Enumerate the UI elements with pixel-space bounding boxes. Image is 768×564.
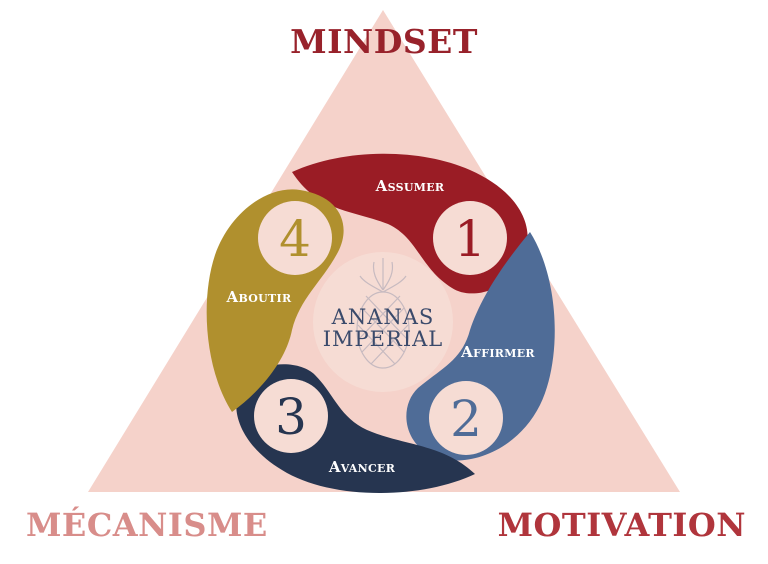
center-logo-line2: IMPERIAL <box>323 327 443 351</box>
corner-label-mindset: MINDSET <box>290 22 478 61</box>
center-circle <box>313 252 453 392</box>
number-circle-2 <box>429 381 503 455</box>
background-triangle <box>88 10 680 492</box>
pineapple-icon <box>356 258 410 369</box>
segment-label-1: Assumer <box>375 177 445 195</box>
segment-label-4: Aboutir <box>226 288 292 306</box>
segment-label-3: Avancer <box>328 458 396 476</box>
number-circle-3 <box>254 379 328 453</box>
corner-label-mecanisme: MÉCANISME <box>26 506 268 544</box>
segment-label-2: Affirmer <box>460 343 535 361</box>
segment-number-1: 1 <box>454 210 486 268</box>
segment-number-3: 3 <box>275 388 307 446</box>
segment-number-2: 2 <box>450 390 482 448</box>
corner-label-motivation: MOTIVATION <box>497 506 746 544</box>
center-logo-line1: ANANAS <box>331 305 435 329</box>
segment-number-4: 4 <box>279 210 311 268</box>
number-circle-4 <box>258 201 332 275</box>
number-circle-1 <box>433 201 507 275</box>
